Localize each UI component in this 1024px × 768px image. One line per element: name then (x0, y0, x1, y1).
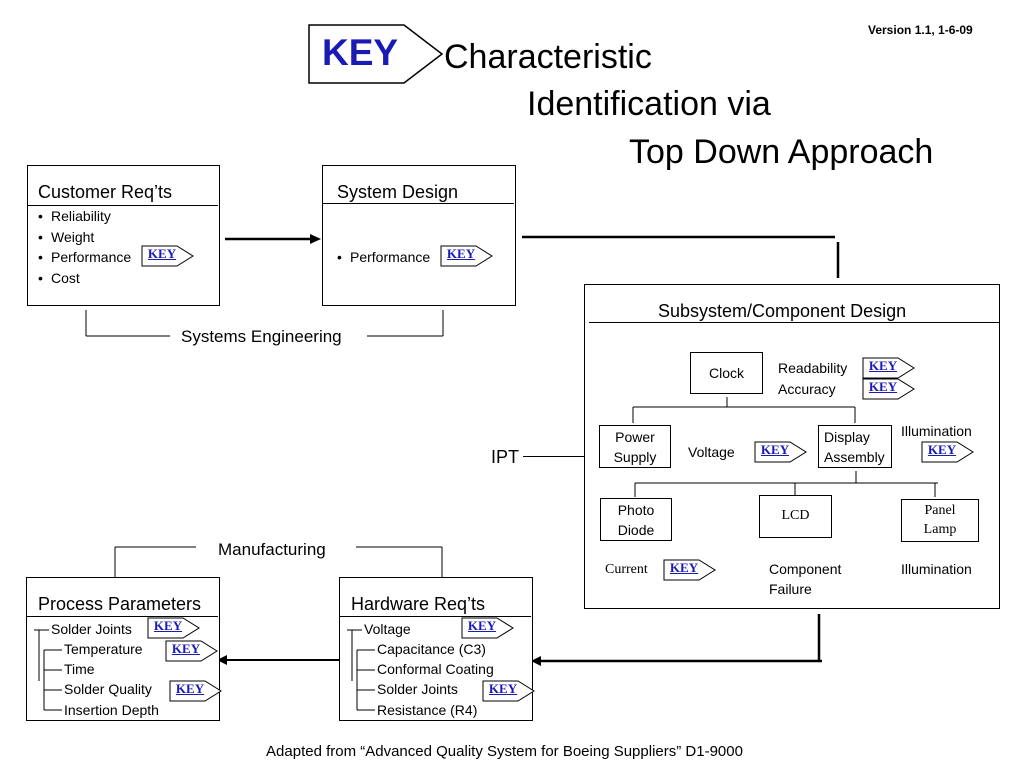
systems-engineering-bracket (85, 310, 444, 337)
hardware-root-voltage: Voltage (364, 621, 411, 637)
key-tag-shape (862, 357, 915, 379)
key-tag-label: KEY (868, 379, 898, 394)
photo-diode-box: Photo Diode (600, 498, 672, 541)
illumination-bottom-label: Illumination (901, 561, 972, 577)
process-item-temperature: Temperature (64, 641, 143, 657)
voltage-label: Voltage (688, 444, 735, 460)
component-failure-label-2: Failure (769, 581, 812, 597)
hardware-item-resistance: Resistance (R4) (377, 702, 478, 718)
illumination-top-label: Illumination (901, 423, 972, 439)
display-assembly-label-1: Display (824, 429, 870, 445)
key-tag-shape (141, 245, 194, 267)
customer-item-reliability: Reliability (38, 208, 111, 224)
panel-lamp-box: Panel Lamp (901, 499, 979, 542)
key-tag-label: KEY (446, 246, 476, 261)
key-tag-label: KEY (153, 618, 183, 633)
customer-item-weight: Weight (38, 229, 94, 245)
version-label: Version 1.1, 1-6-09 (868, 23, 973, 37)
key-tag-shape (440, 245, 493, 267)
customer-item-performance: Performance (38, 249, 131, 265)
panel-lamp-label-2: Lamp (923, 522, 957, 537)
readability-label: Readability (778, 360, 848, 376)
key-tag-shape (147, 617, 200, 639)
system-design-title: System Design (337, 182, 459, 202)
key-tag-label: KEY (760, 442, 790, 457)
photo-diode-label-2: Diode (617, 522, 655, 538)
customer-reqts-box: Customer Req’ts Reliability Weight Perfo… (27, 165, 220, 306)
photo-diode-label-1: Photo (617, 502, 655, 518)
hardware-tree-lines (347, 629, 375, 711)
accuracy-label: Accuracy (778, 381, 836, 397)
clock-tree-lines (632, 397, 856, 423)
page-title-line3: Top Down Approach (629, 133, 934, 171)
display-assembly-box: Display Assembly (818, 425, 892, 468)
key-tag-shape (461, 617, 514, 639)
process-root-solder-joints: Solder Joints (51, 621, 132, 637)
key-tag-shape (482, 680, 535, 702)
systems-engineering-label: Systems Engineering (181, 327, 342, 346)
hardware-item-solder-joints: Solder Joints (377, 681, 458, 697)
title-key-tag: KEY (308, 24, 444, 84)
key-tag-shape (165, 640, 218, 662)
ipt-connector (523, 456, 584, 457)
arrow-subsystem-to-hardware (531, 614, 822, 666)
customer-title-underline (28, 205, 218, 206)
hardware-reqts-title: Hardware Req’ts (351, 594, 486, 614)
panel-lamp-label-1: Panel (924, 503, 956, 518)
power-supply-label-2: Supply (613, 449, 657, 465)
arrow-hardware-to-process (217, 655, 340, 665)
title-key-text: KEY (322, 32, 399, 73)
page-title-line1: Characteristic (444, 38, 652, 76)
key-tag-label: KEY (467, 618, 497, 633)
lcd-box: LCD (759, 495, 832, 538)
page-title-line2: Identification via (527, 85, 771, 123)
process-title-underline (27, 616, 218, 617)
process-item-insertion-depth: Insertion Depth (64, 702, 159, 718)
key-tag-label: KEY (868, 358, 898, 373)
customer-reqts-title: Customer Req’ts (38, 182, 173, 202)
arrow-customer-to-system (225, 234, 321, 244)
hardware-item-capacitance: Capacitance (C3) (377, 641, 486, 657)
power-supply-label-1: Power (615, 429, 655, 445)
system-design-box: System Design Performance (322, 165, 516, 306)
process-item-time: Time (64, 661, 95, 677)
key-tag-label: KEY (488, 681, 518, 696)
component-failure-label-1: Component (769, 561, 842, 577)
key-tag-shape (663, 559, 716, 581)
key-tag-shape (921, 441, 974, 463)
key-tag-label: KEY (927, 442, 957, 457)
key-tag-shape (169, 680, 222, 702)
current-label: Current (605, 562, 648, 577)
key-tag-label: KEY (175, 681, 205, 696)
display-assembly-label-2: Assembly (824, 449, 885, 465)
key-tag-label: KEY (171, 641, 201, 656)
key-tag-label: KEY (147, 246, 177, 261)
key-tag-shape (754, 441, 807, 463)
manufacturing-bracket (114, 546, 443, 577)
system-design-underline (323, 203, 514, 204)
clock-label: Clock (708, 365, 744, 381)
hardware-title-underline (340, 616, 531, 617)
subsystem-title: Subsystem/Component Design (658, 301, 907, 321)
process-parameters-title: Process Parameters (38, 594, 202, 614)
process-item-solder-quality: Solder Quality (64, 681, 152, 697)
ipt-label: IPT (491, 447, 520, 467)
customer-item-cost: Cost (38, 270, 80, 286)
lcd-label: LCD (781, 508, 810, 523)
footer-citation: Adapted from “Advanced Quality System fo… (266, 743, 743, 760)
subsystem-title-underline (589, 322, 999, 323)
manufacturing-label: Manufacturing (218, 540, 326, 559)
key-arrow-shape (308, 24, 444, 84)
display-tree-lines (634, 471, 938, 497)
hardware-item-conformal-coating: Conformal Coating (377, 661, 494, 677)
system-design-item-performance: Performance (337, 249, 430, 265)
key-tag-label: KEY (669, 560, 699, 575)
key-tag-shape (862, 378, 915, 400)
power-supply-box: Power Supply (599, 425, 671, 468)
process-tree-lines (34, 629, 62, 711)
connector-system-to-subsystem (522, 235, 840, 278)
clock-box: Clock (690, 352, 763, 394)
